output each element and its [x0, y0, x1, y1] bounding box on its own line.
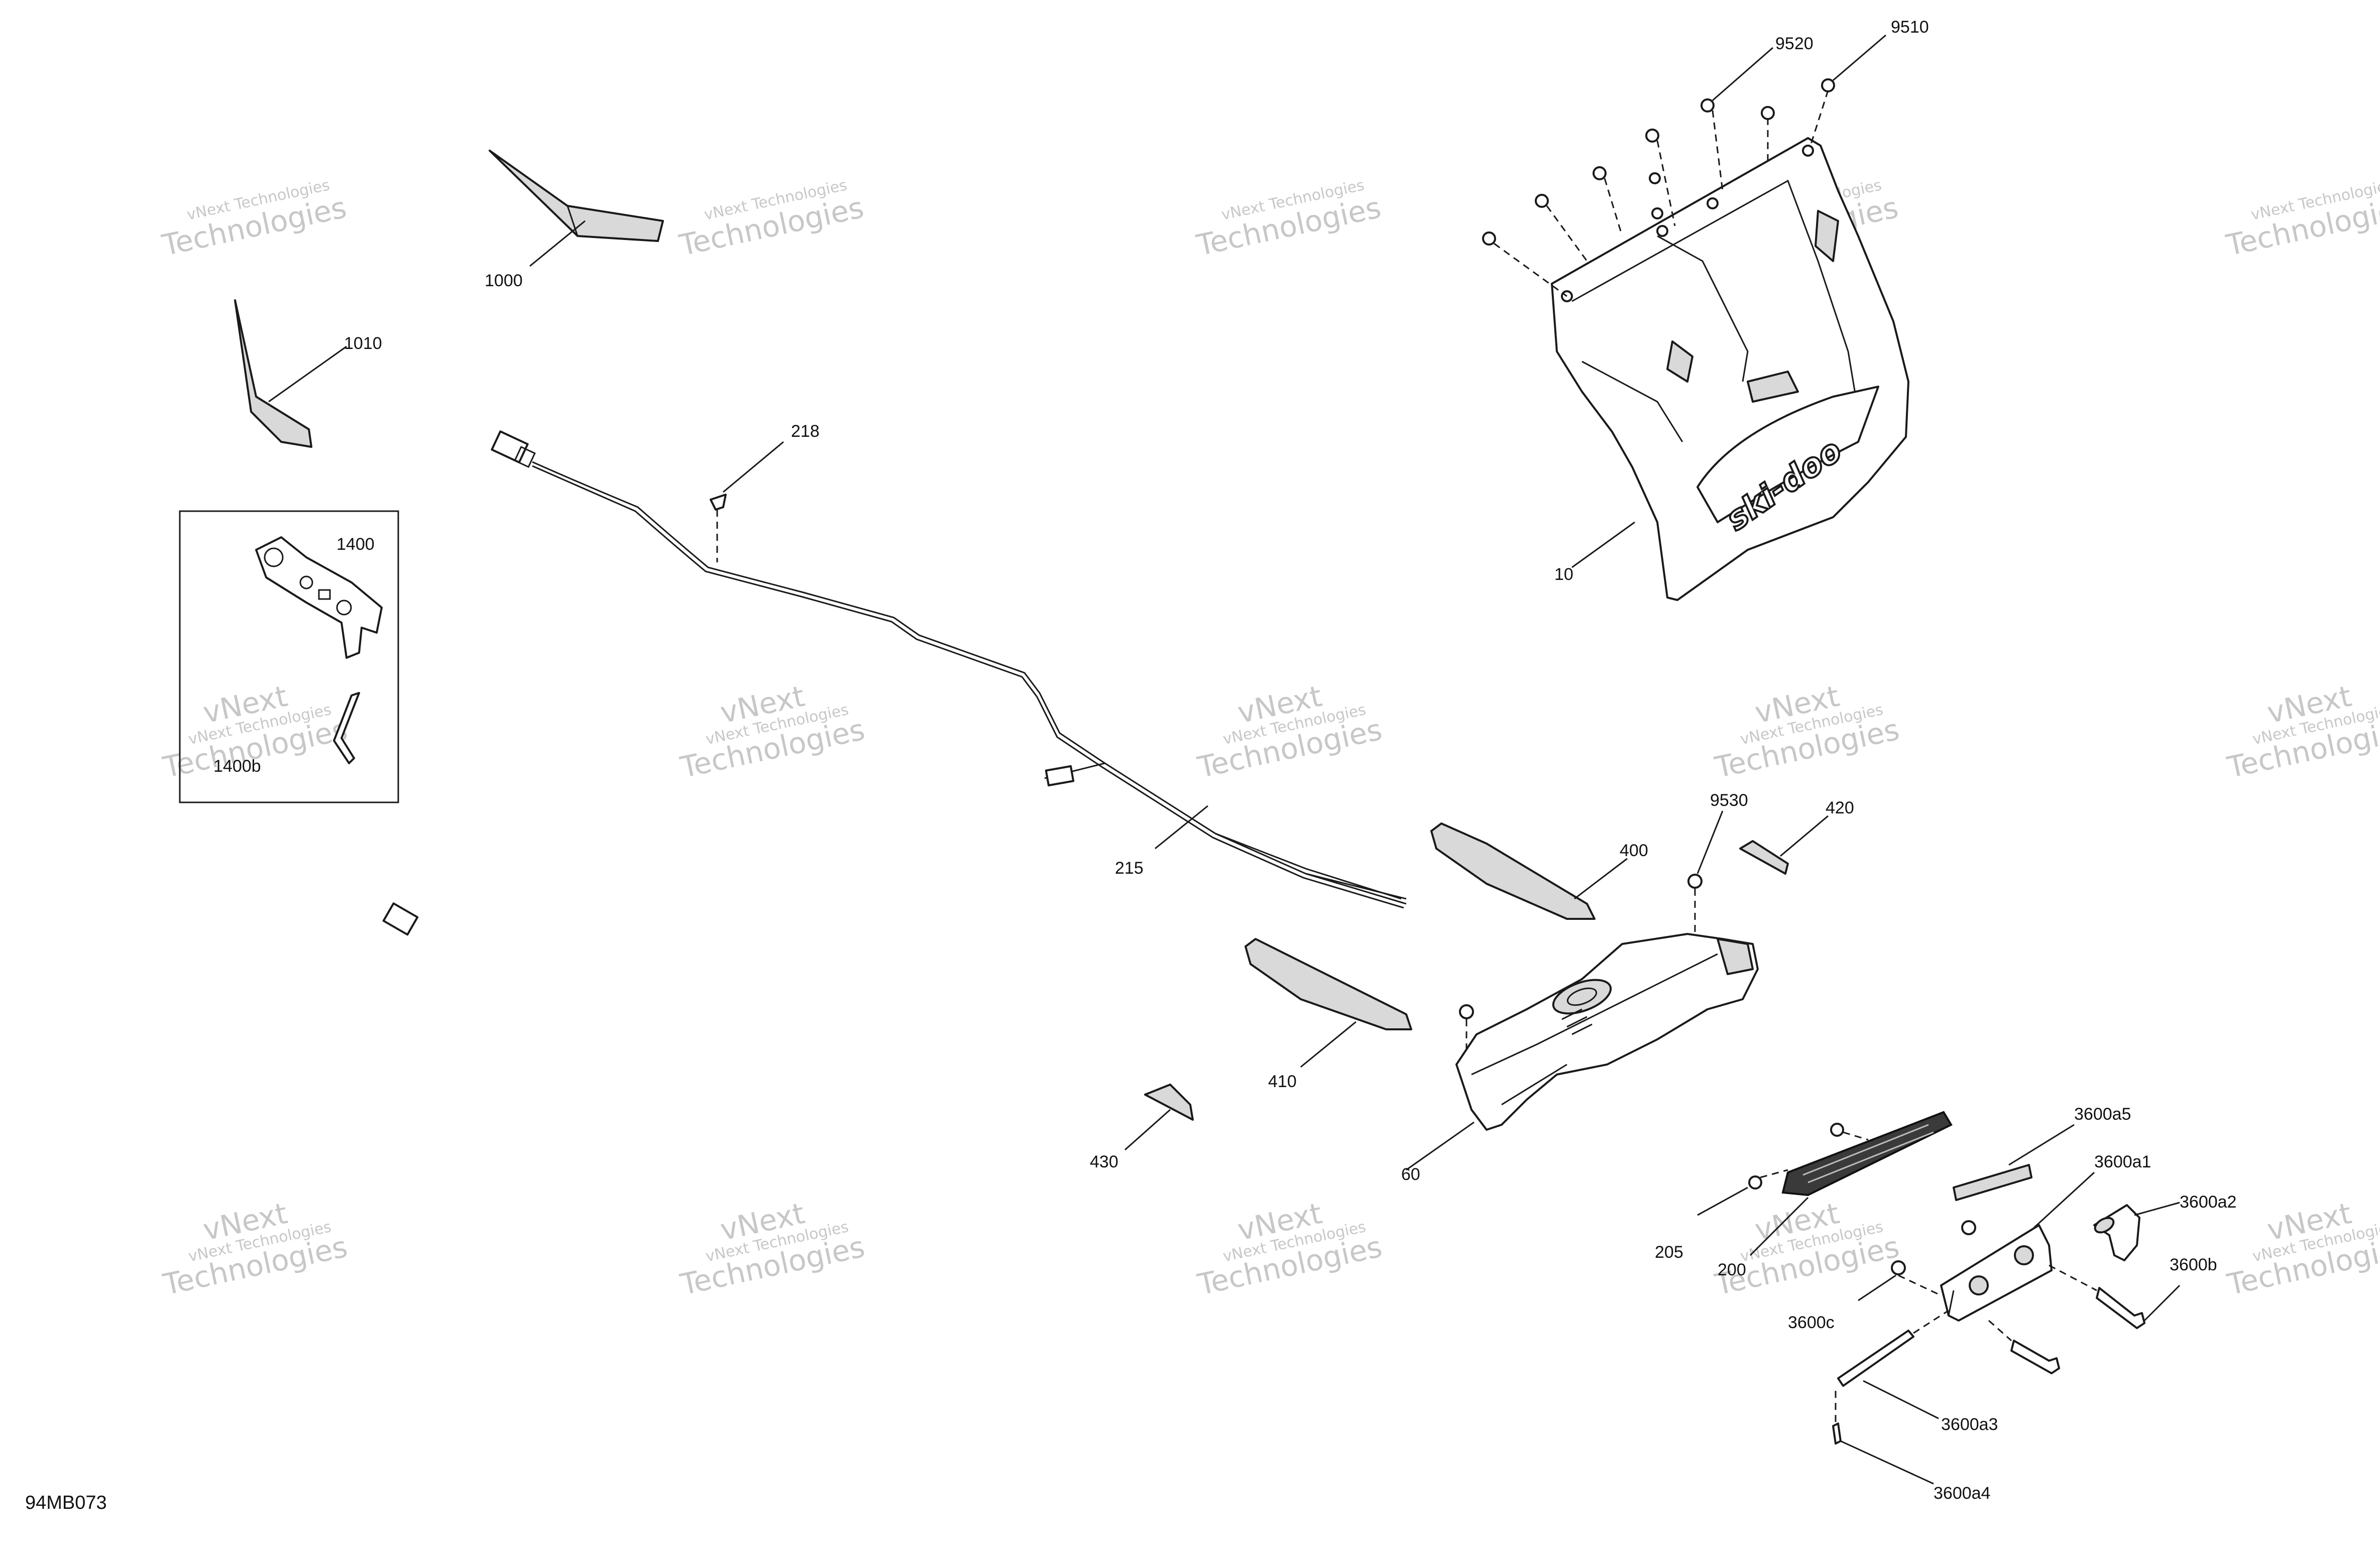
leader-3600c	[1858, 1274, 1896, 1301]
tool-kit-frame	[179, 510, 399, 803]
dashline-205a	[1843, 1131, 1869, 1141]
callout-205[interactable]: 205	[1655, 1243, 1683, 1262]
callout-410[interactable]: 410	[1268, 1072, 1297, 1091]
dashline-3600b	[2049, 1264, 2097, 1291]
leader-1000	[529, 220, 586, 267]
callout-215[interactable]: 215	[1115, 859, 1144, 878]
leader-400	[1574, 858, 1628, 900]
leader-3600a2	[2134, 1202, 2180, 1216]
callout-10[interactable]: 10	[1554, 565, 1573, 584]
leader-205	[1697, 1186, 1748, 1216]
part-60-console[interactable]	[1455, 933, 1759, 1131]
part-215-wiring-harness[interactable]	[491, 430, 1407, 909]
callout-1400b[interactable]: 1400b	[213, 757, 261, 776]
callout-9520[interactable]: 9520	[1775, 34, 1814, 53]
leader-9520	[1712, 47, 1773, 101]
callout-1000[interactable]: 1000	[485, 271, 523, 290]
leader-9510	[1833, 34, 1886, 81]
part-400-decal[interactable]	[1430, 822, 1596, 920]
part-215-end-connector[interactable]	[1215, 833, 1402, 900]
dashline-3600c	[1898, 1274, 1942, 1296]
part-3600a5-decal[interactable]	[1953, 1164, 2032, 1201]
callout-3600a3[interactable]: 3600a3	[1941, 1415, 1998, 1434]
part-410-decal[interactable]	[1244, 938, 1412, 1030]
callout-200[interactable]: 200	[1718, 1260, 1746, 1279]
leader-430	[1124, 1109, 1171, 1151]
callout-3600a1[interactable]: 3600a1	[2094, 1152, 2151, 1171]
leader-10	[1571, 521, 1635, 568]
part-3600a1-bracket[interactable]	[1940, 1224, 2053, 1322]
fastener-dashlines	[1494, 90, 1829, 297]
callout-400[interactable]: 400	[1620, 841, 1648, 860]
part-3600b-bolt[interactable]	[2096, 1287, 2145, 1329]
callout-3600b[interactable]: 3600b	[2170, 1255, 2217, 1274]
harness-plug[interactable]	[382, 902, 419, 936]
callout-60[interactable]: 60	[1401, 1165, 1420, 1184]
part-205-screws[interactable]	[1748, 1123, 1844, 1190]
leader-200	[1749, 1197, 1809, 1256]
callout-3600a5[interactable]: 3600a5	[2074, 1105, 2131, 1124]
diagram-code: 94MB073	[25, 1492, 107, 1513]
callout-3600c[interactable]: 3600c	[1788, 1313, 1835, 1332]
callout-1010[interactable]: 1010	[344, 334, 382, 353]
part-3600-screw-lower[interactable]	[2010, 1340, 2060, 1374]
part-3600c-nuts[interactable]	[1891, 1220, 1976, 1275]
leader-60	[1406, 1121, 1475, 1171]
callout-420[interactable]: 420	[1826, 798, 1854, 817]
part-420-decal[interactable]	[1739, 840, 1789, 875]
callout-218[interactable]: 218	[791, 422, 820, 441]
leader-3600a4	[1840, 1440, 1934, 1485]
leader-9530	[1696, 810, 1724, 874]
callout-3600a4[interactable]: 3600a4	[1934, 1484, 1990, 1503]
part-430-decal[interactable]	[1144, 1084, 1194, 1121]
callout-1400[interactable]: 1400	[336, 535, 375, 554]
dashline-3600a3	[1913, 1310, 1949, 1334]
part-3600a2-hinge[interactable]	[2093, 1204, 2140, 1261]
leader-215	[1155, 805, 1208, 850]
watermark-layer: vNext Technologies Technologies vNext Te…	[159, 176, 2380, 1302]
console-screw[interactable]	[1459, 1004, 1474, 1019]
leader-410	[1300, 1021, 1356, 1068]
leader-3600a3	[1863, 1380, 1939, 1419]
leader-420	[1780, 815, 1829, 857]
part-3600a4-clip[interactable]	[1832, 1422, 1842, 1445]
leader-3600b	[2143, 1284, 2181, 1322]
dashline-205b	[1760, 1169, 1788, 1178]
part-9530-screw[interactable]	[1687, 874, 1703, 889]
part-218-clip[interactable]	[710, 494, 727, 511]
leader-3600a5	[2008, 1124, 2075, 1166]
leader-218	[723, 441, 784, 493]
callout-430[interactable]: 430	[1090, 1152, 1118, 1171]
part-10-front-panel[interactable]: ski-doo	[1551, 137, 1909, 601]
part-3600a3-pin[interactable]	[1837, 1330, 1914, 1387]
callout-9510[interactable]: 9510	[1891, 18, 1929, 37]
part-1010-decal[interactable]	[234, 299, 312, 448]
part-200-vent[interactable]	[1781, 1111, 1953, 1197]
part-1400b-hex-key[interactable]	[333, 692, 360, 764]
callout-9530[interactable]: 9530	[1710, 791, 1748, 810]
part-1000-decal[interactable]	[489, 150, 664, 242]
dashline-lower-screw	[1988, 1320, 2012, 1342]
leader-3600a1	[2033, 1171, 2095, 1229]
part-1400-wrench[interactable]	[255, 536, 383, 659]
leader-1010	[268, 345, 347, 403]
callout-3600a2[interactable]: 3600a2	[2180, 1193, 2236, 1212]
